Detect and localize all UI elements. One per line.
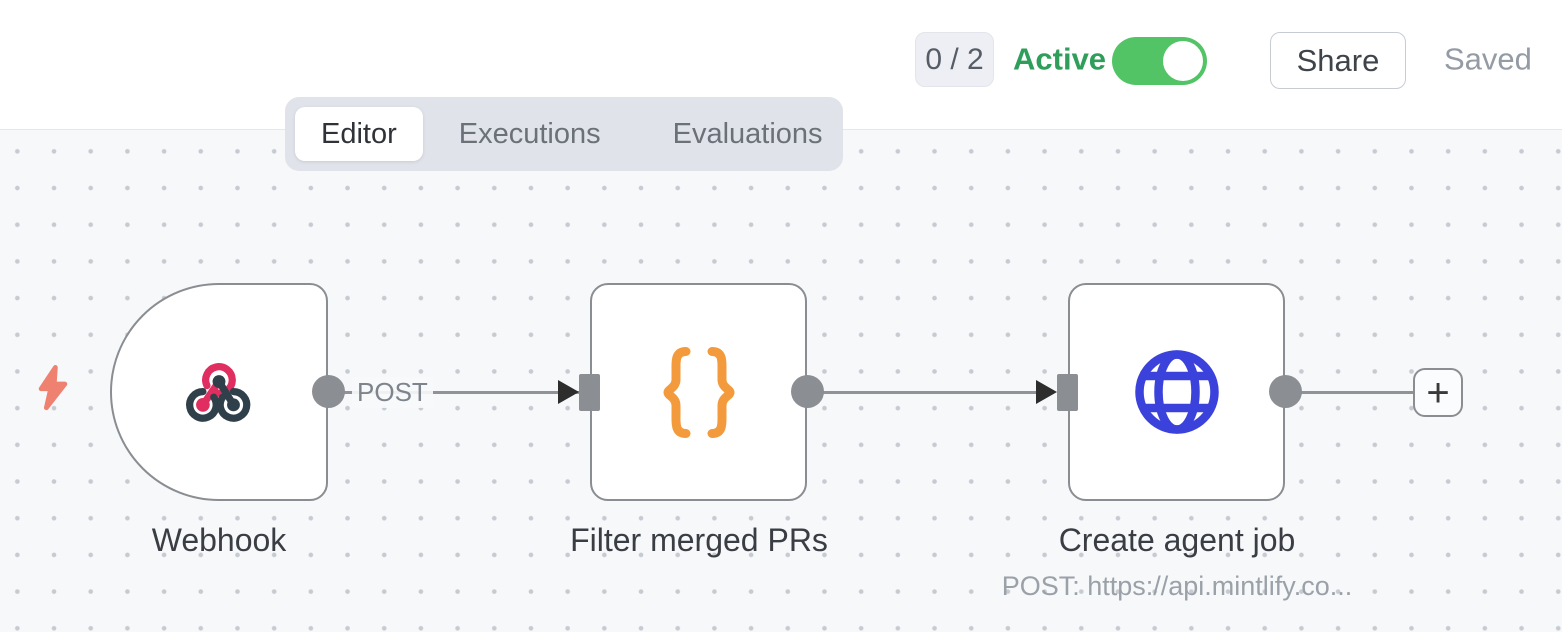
node-title-webhook: Webhook (151, 522, 287, 558)
execution-counter-badge: 0 / 2 (915, 32, 994, 87)
globe-icon (1131, 346, 1223, 438)
webhook-icon (182, 355, 256, 429)
active-toggle[interactable] (1112, 37, 1207, 85)
node-subtitle-create-agent-job: POST: https://api.mintlify.co... (1001, 571, 1353, 601)
edge-create-to-add (1301, 391, 1414, 394)
input-connector-filter[interactable] (579, 374, 600, 411)
share-button[interactable]: Share (1270, 32, 1406, 89)
output-connector-filter[interactable] (791, 375, 824, 408)
edge-arrow-icon (558, 380, 579, 404)
edge-label-post: POST (352, 377, 433, 408)
node-filter-merged-prs[interactable] (590, 283, 807, 501)
view-tabs: Editor Executions Evaluations (285, 97, 843, 171)
node-webhook[interactable] (110, 283, 328, 501)
add-node-button[interactable]: + (1413, 368, 1463, 417)
tab-executions[interactable]: Executions (458, 117, 601, 150)
workflow-canvas[interactable]: Webhook POST Filter merged PRs (0, 130, 1562, 632)
node-title-create-agent-job: Create agent job (1058, 522, 1296, 558)
active-label: Active (1013, 41, 1107, 77)
saved-status: Saved (1444, 41, 1532, 77)
output-connector-webhook[interactable] (312, 375, 345, 408)
toggle-knob (1163, 41, 1203, 81)
node-create-agent-job[interactable] (1068, 283, 1285, 501)
edge-webhook-to-filter[interactable] (344, 391, 579, 394)
output-connector-create[interactable] (1269, 375, 1302, 408)
braces-icon (653, 345, 745, 440)
plus-icon: + (1426, 370, 1450, 415)
edge-arrow-icon (1036, 380, 1057, 404)
edge-filter-to-create[interactable] (823, 391, 1037, 394)
input-connector-create[interactable] (1057, 374, 1078, 411)
tab-evaluations[interactable]: Evaluations (672, 117, 823, 150)
lightning-bolt-icon (34, 364, 72, 412)
tab-editor[interactable]: Editor (295, 107, 423, 161)
node-title-filter: Filter merged PRs (570, 522, 828, 558)
